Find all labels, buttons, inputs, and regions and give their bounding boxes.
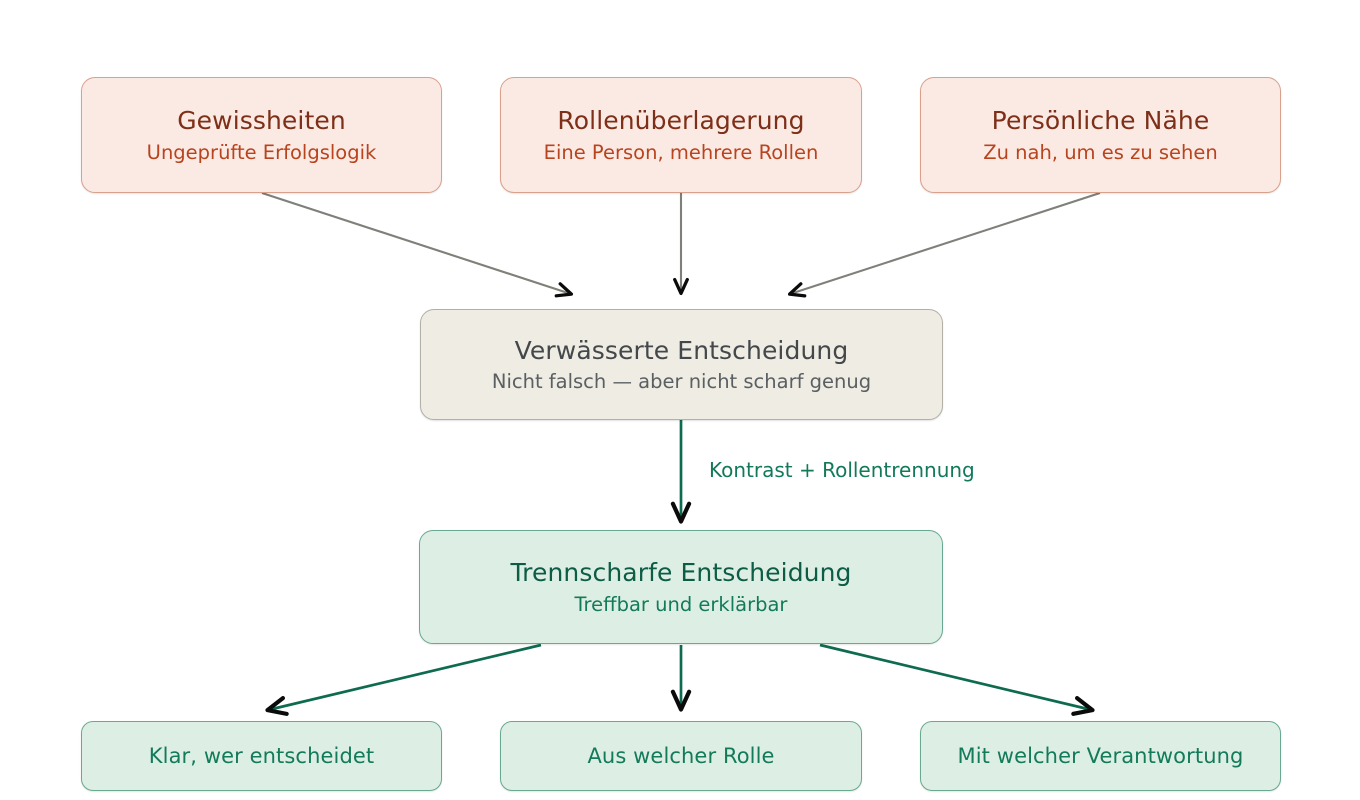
- node-title: Gewissheiten: [177, 106, 346, 136]
- node-title: Verwässerte Entscheidung: [514, 335, 849, 365]
- node-trennscharfe-entscheidung[interactable]: Trennscharfe Entscheidung Treffbar und e…: [419, 530, 943, 644]
- edge-persoenliche-naehe-to-problem: [787, 192, 1101, 298]
- node-aus-welcher-rolle[interactable]: Aus welcher Rolle: [500, 721, 862, 791]
- edge-solution-to-outcome-3: [819, 643, 1095, 716]
- node-title: Mit welcher Verantwortung: [957, 743, 1244, 768]
- node-klar-wer-entscheidet[interactable]: Klar, wer entscheidet: [81, 721, 442, 791]
- edge-solution-to-outcome-1: [265, 643, 542, 716]
- node-subtitle: Nicht falsch — aber nicht scharf genug: [491, 370, 872, 394]
- node-subtitle: Treffbar und erklärbar: [574, 592, 788, 616]
- node-title: Rollenüberlagerung: [557, 106, 805, 136]
- edge-label-transition: Kontrast + Rollentrennung: [709, 458, 975, 482]
- node-gewissheiten[interactable]: Gewissheiten Ungeprüfte Erfolgslogik: [81, 77, 442, 193]
- node-subtitle: Eine Person, mehrere Rollen: [543, 140, 819, 164]
- node-verwaesserte-entscheidung[interactable]: Verwässerte Entscheidung Nicht falsch — …: [420, 309, 943, 420]
- node-title: Trennscharfe Entscheidung: [510, 558, 852, 588]
- node-persoenliche-naehe[interactable]: Persönliche Nähe Zu nah, um es zu sehen: [920, 77, 1281, 193]
- node-rollenueberlagerung[interactable]: Rollenüberlagerung Eine Person, mehrere …: [500, 77, 862, 193]
- node-subtitle: Zu nah, um es zu sehen: [983, 140, 1218, 164]
- edge-gewissheiten-to-problem: [261, 192, 574, 298]
- node-title: Persönliche Nähe: [991, 106, 1210, 136]
- node-mit-welcher-verantwortung[interactable]: Mit welcher Verantwortung: [920, 721, 1281, 791]
- node-title: Aus welcher Rolle: [587, 743, 775, 768]
- node-title: Klar, wer entscheidet: [148, 743, 375, 768]
- node-subtitle: Ungeprüfte Erfolgslogik: [146, 140, 377, 164]
